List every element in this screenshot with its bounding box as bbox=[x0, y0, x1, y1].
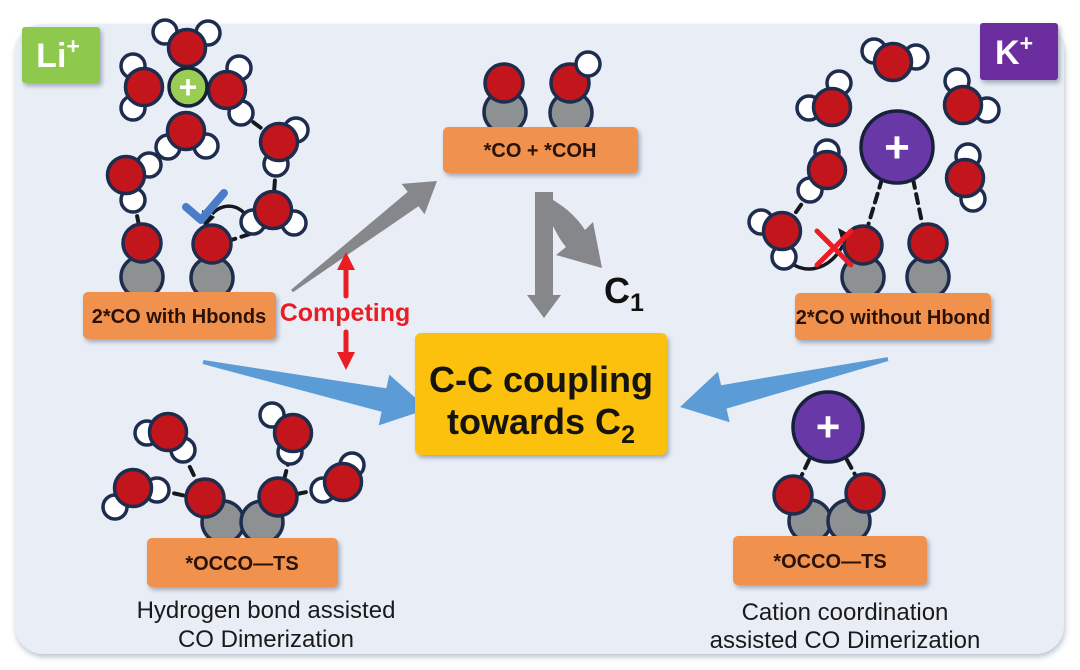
blue-arrow-right bbox=[680, 357, 889, 423]
li-badge: Li+ bbox=[22, 27, 100, 83]
oxygen-atom bbox=[761, 210, 803, 252]
oxygen-atom bbox=[483, 62, 525, 104]
surface-box-left-label: 2*CO with Hbonds bbox=[92, 306, 266, 328]
oxygen-atom bbox=[166, 27, 208, 69]
caption-right-line2: assisted CO Dimerization bbox=[710, 627, 981, 654]
occo-transition-state bbox=[772, 472, 886, 544]
red-arrowhead-up bbox=[337, 252, 355, 270]
oxygen-atom bbox=[252, 189, 294, 231]
water-molecule bbox=[258, 116, 310, 178]
oxygen-atom bbox=[806, 149, 848, 191]
oxygen-atom bbox=[165, 110, 207, 152]
caption-right-line1: Cation coordination bbox=[742, 599, 949, 626]
k-badge: K+ bbox=[980, 23, 1058, 80]
oxygen-atom bbox=[772, 474, 814, 516]
oxygen-atom bbox=[121, 222, 163, 264]
oxygen-atom bbox=[907, 222, 949, 264]
surface-box-top: *CO + *COH bbox=[443, 127, 638, 173]
water-molecule bbox=[133, 411, 197, 464]
potassium-cation bbox=[791, 390, 865, 464]
plus-sign: + bbox=[179, 69, 198, 105]
occo-ts-cation-cluster: + bbox=[772, 390, 886, 544]
potassium-cation bbox=[859, 109, 935, 185]
water-molecule bbox=[258, 401, 314, 466]
gray-arrow-c1-branch bbox=[553, 200, 602, 268]
oxygen-atom bbox=[872, 41, 914, 83]
competing-red-arrows bbox=[337, 252, 355, 370]
gray-arrow-down bbox=[527, 192, 561, 318]
oxygen-atom bbox=[272, 412, 314, 454]
co-adsorbate bbox=[905, 222, 951, 300]
plus-sign: + bbox=[816, 403, 841, 450]
surface-box-top-label: *CO + *COH bbox=[484, 140, 597, 162]
caption-left-line2: CO Dimerization bbox=[178, 626, 354, 653]
water-molecule bbox=[795, 69, 853, 128]
surface-box-bottom-left-label: *OCCO—TS bbox=[185, 553, 298, 575]
coupling-line1: C-C coupling bbox=[429, 359, 653, 400]
surface-box-left: 2*CO with Hbonds bbox=[83, 292, 276, 339]
oxygen-atom bbox=[184, 477, 226, 519]
water-molecule bbox=[119, 52, 165, 122]
surface-box-bottom-left: *OCCO—TS bbox=[147, 538, 338, 587]
occo-transition-state bbox=[184, 476, 299, 545]
c1-label: C1 bbox=[604, 270, 644, 317]
lithium-cation bbox=[167, 66, 209, 108]
oxygen-atom bbox=[322, 461, 364, 503]
gray-arrow-down-with-c1-branch bbox=[527, 192, 602, 318]
caption-left-line1: Hydrogen bond assisted bbox=[137, 597, 396, 624]
coupling-line2: towards C2 bbox=[447, 401, 635, 449]
checkmark-icon bbox=[182, 189, 228, 224]
water-molecule bbox=[101, 467, 171, 521]
co-adsorbate bbox=[119, 222, 165, 300]
water-molecule bbox=[206, 54, 255, 127]
oxygen-atom bbox=[942, 84, 984, 126]
plus-sign: + bbox=[884, 123, 910, 172]
oxygen-atom bbox=[123, 66, 165, 108]
oxygen-atom bbox=[811, 86, 853, 128]
gray-arrow-competing-path bbox=[291, 181, 437, 293]
red-arrowhead-down bbox=[337, 352, 355, 370]
oxygen-atom bbox=[944, 157, 986, 199]
water-molecule bbox=[747, 208, 803, 271]
surface-box-bottom-right-label: *OCCO—TS bbox=[773, 551, 886, 573]
oxygen-atom bbox=[257, 476, 299, 518]
k-badge-label: K+ bbox=[995, 30, 1033, 72]
oxygen-atom bbox=[844, 472, 886, 514]
hydrogen-atom bbox=[574, 50, 602, 78]
oxygen-atom bbox=[258, 121, 300, 163]
surface-box-right: 2*CO without Hbond bbox=[795, 293, 991, 340]
co-adsorbate bbox=[482, 62, 528, 135]
blue-arrow-left bbox=[202, 360, 428, 426]
surface-box-right-label: 2*CO without Hbond bbox=[796, 307, 990, 329]
water-molecule bbox=[796, 138, 848, 204]
water-molecule bbox=[942, 67, 1001, 126]
water-molecule bbox=[309, 451, 366, 504]
oxygen-atom bbox=[842, 224, 884, 266]
li-badge-label: Li+ bbox=[36, 33, 80, 75]
water-molecule bbox=[239, 189, 308, 237]
oxygen-atom bbox=[191, 223, 233, 265]
co-adsorbate bbox=[189, 223, 235, 301]
li-hydration-cluster: + bbox=[105, 18, 310, 301]
oxygen-atom bbox=[147, 411, 189, 453]
surface-box-bottom-right: *OCCO—TS bbox=[733, 536, 927, 585]
water-molecule bbox=[151, 18, 222, 69]
water-molecule bbox=[944, 142, 987, 213]
cross-icon bbox=[814, 228, 854, 268]
oxygen-atom bbox=[112, 467, 154, 509]
oxygen-atom bbox=[206, 69, 248, 111]
water-molecule bbox=[860, 37, 930, 83]
occo-ts-hbond-cluster bbox=[101, 401, 366, 545]
water-molecule bbox=[154, 110, 220, 161]
competing-label: Competing bbox=[280, 299, 411, 327]
oxygen-atom bbox=[105, 154, 147, 196]
coupling-box: C-C coupling towards C2 bbox=[415, 333, 667, 455]
water-molecule bbox=[105, 151, 163, 214]
